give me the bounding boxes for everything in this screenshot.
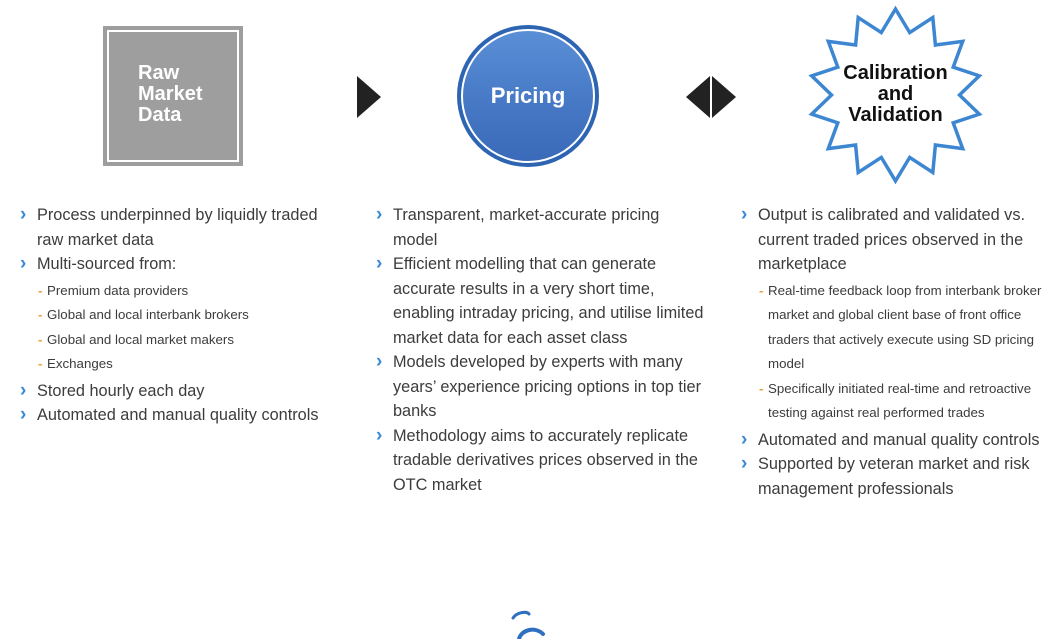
bullet-item: Supported by veteran market and risk man… <box>739 452 1059 501</box>
bullet-item: Models developed by experts with many ye… <box>374 350 704 424</box>
raw-label-line-1: Raw <box>138 62 180 84</box>
sub-bullet-item: Global and local market makers <box>37 328 338 353</box>
sub-bullet-item: Global and local interbank brokers <box>37 303 338 328</box>
calibration-line-2: and <box>877 83 914 105</box>
bullet-item: Output is calibrated and validated vs. c… <box>739 203 1059 426</box>
calibration-line-3: Validation <box>848 104 943 126</box>
triangle-right-icon <box>357 76 381 118</box>
bullet-text: Models developed by experts with many ye… <box>393 353 701 420</box>
pricing-circle: Pricing <box>457 25 599 167</box>
raw-label-line-3: Data <box>138 104 182 126</box>
bullet-text: Transparent, market-accurate pricing mod… <box>393 206 660 249</box>
sub-bullet-item: Specifically initiated real-time and ret… <box>758 377 1059 426</box>
bullet-item: Stored hourly each day <box>18 379 338 404</box>
bullet-item: Multi-sourced from: Premium data provide… <box>18 252 338 377</box>
bullet-item: Methodology aims to accurately replicate… <box>374 424 704 498</box>
bullet-text: Output is calibrated and validated vs. c… <box>758 206 1025 273</box>
bullet-item: Automated and manual quality controls <box>18 403 338 428</box>
raw-data-column: Process underpinned by liquidly traded r… <box>18 203 338 428</box>
pricing-label: Pricing <box>490 83 566 108</box>
raw-label-line-2: Market <box>138 83 203 105</box>
bullet-item: Efficient modelling that can generate ac… <box>374 252 704 350</box>
bullet-item: Automated and manual quality controls <box>739 428 1059 453</box>
bullet-text: Automated and manual quality controls <box>37 406 319 424</box>
sub-bullet-item: Premium data providers <box>37 279 338 304</box>
bullet-item: Process underpinned by liquidly traded r… <box>18 203 338 252</box>
bullet-text: Multi-sourced from: <box>37 255 177 273</box>
sub-bullet-item: Real-time feedback loop from interbank b… <box>758 279 1059 377</box>
bullet-text: Supported by veteran market and risk man… <box>758 455 1030 498</box>
calibration-starburst <box>808 5 983 185</box>
bullet-text: Efficient modelling that can generate ac… <box>393 255 704 347</box>
sub-bullet-item: Exchanges <box>37 352 338 377</box>
raw-market-data-box: Raw Market Data <box>103 26 243 166</box>
bullet-text: Methodology aims to accurately replicate… <box>393 426 698 494</box>
pricing-column: Transparent, market-accurate pricing mod… <box>374 203 704 497</box>
double-triangle-icon <box>712 76 736 118</box>
bullet-text: Stored hourly each day <box>37 381 205 400</box>
calibration-label: Calibration and Validation <box>808 63 983 126</box>
bullet-item: Transparent, market-accurate pricing mod… <box>374 203 704 252</box>
double-triangle-icon <box>686 76 710 118</box>
bullet-text: Automated and manual quality controls <box>758 430 1040 449</box>
bullet-text: Process underpinned by liquidly traded r… <box>37 206 318 249</box>
calibration-column: Output is calibrated and validated vs. c… <box>739 203 1059 501</box>
calibration-line-1: Calibration <box>843 62 948 84</box>
swirl-logo-icon <box>511 610 545 639</box>
